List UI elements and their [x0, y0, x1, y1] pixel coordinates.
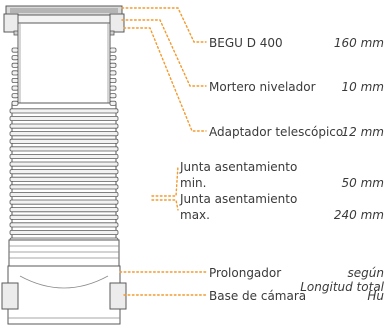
leader-junta-min [151, 165, 179, 197]
shaft-rib [11, 78, 19, 84]
shaft-rib [9, 169, 119, 175]
shaft-rib [9, 131, 119, 137]
prolongador-value-line1: según [348, 266, 384, 280]
begu-label: BEGU D 400 [209, 36, 283, 50]
shaft-rib [9, 207, 119, 213]
junta-max-value: 240 mm [334, 208, 384, 222]
junta-max-label-line1: Junta asentamiento [179, 192, 297, 206]
junta-min-label-line2: min. [180, 176, 206, 190]
junta-min-value: 50 mm [342, 176, 384, 190]
leader-adaptador [123, 27, 207, 132]
shaft-rib [109, 93, 117, 99]
shaft-rib [9, 161, 119, 167]
mortero-value: 10 mm [342, 80, 384, 94]
labels: BEGU D 400 160 mm Mortero nivelador 10 m… [179, 36, 385, 303]
shaft-rib [9, 116, 119, 122]
shaft-rib [9, 222, 119, 228]
base-value: Hu [367, 289, 384, 303]
shaft-rib [9, 176, 119, 182]
shaft-rib [109, 62, 117, 68]
adaptador-value: 12 mm [342, 125, 384, 139]
shaft-rib [109, 78, 117, 84]
leader-lines [119, 7, 207, 296]
shaft-rib [9, 184, 119, 190]
leader-mortero [121, 19, 207, 87]
shaft-rib [11, 62, 19, 68]
shaft-rib [109, 55, 117, 61]
shaft-rib [11, 85, 19, 91]
shaft-rib [109, 85, 117, 91]
shaft-rib [109, 70, 117, 76]
shaft-rib [109, 47, 117, 53]
shaft-rib [9, 146, 119, 152]
adaptador-label: Adaptador telescópico [209, 125, 343, 139]
shaft-rib [9, 108, 119, 114]
base-camara [1, 265, 127, 325]
shaft-rib [9, 191, 119, 197]
shaft-rib [9, 199, 119, 205]
begu-frame [3, 5, 125, 33]
prolongador-label: Prolongador [209, 266, 281, 280]
junta-min-label-line1: Junta asentamiento [179, 160, 297, 174]
adaptador-telescopico [17, 22, 111, 104]
shaft-rib [11, 55, 19, 61]
shaft-rib [11, 70, 19, 76]
shaft-rib [9, 214, 119, 220]
shaft-rib [11, 100, 19, 106]
shaft-rib [109, 100, 117, 106]
shaft-rib [9, 229, 119, 235]
junta-max-label-line2: max. [180, 208, 210, 222]
base-label: Base de cámara [209, 289, 306, 303]
prolongador-section [8, 239, 120, 267]
shaft-rib [11, 47, 19, 53]
shaft-rib [9, 153, 119, 159]
shaft-rib [9, 138, 119, 144]
begu-value: 160 mm [334, 36, 384, 50]
prolongador-value-line2: Longitud total [300, 280, 384, 294]
leader-junta-max [151, 199, 179, 211]
shaft-rib [9, 123, 119, 129]
mortero-label: Mortero nivelador [209, 80, 316, 94]
shaft-rib [11, 93, 19, 99]
leader-begu [121, 7, 207, 43]
manhole-structure [1, 5, 127, 325]
